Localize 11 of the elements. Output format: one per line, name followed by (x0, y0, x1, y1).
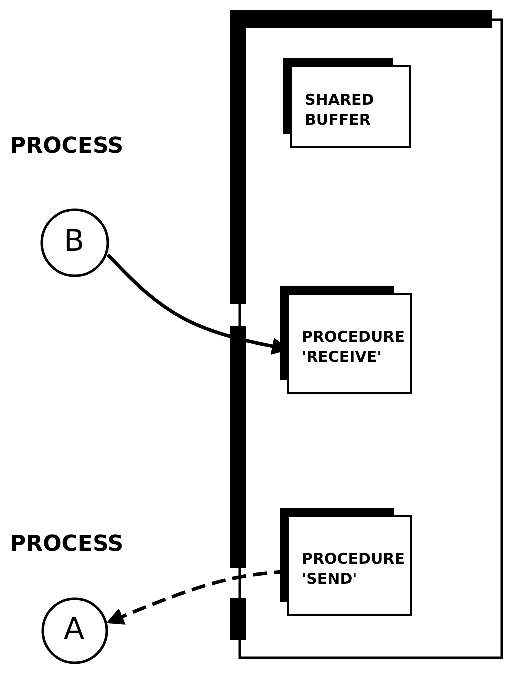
arrow (106, 254, 290, 355)
procedure-box (280, 286, 414, 396)
procedure-box (283, 58, 413, 150)
procedure-label: PROCEDURE 'SEND' (302, 549, 406, 590)
procedure-label: PROCEDURE 'RECEIVE' (302, 327, 406, 368)
process-heading: PROCESS (10, 531, 124, 559)
process-letter: A (64, 611, 85, 649)
process-letter: B (64, 223, 85, 261)
procedure-box (280, 508, 414, 618)
process-heading: PROCESS (10, 133, 124, 161)
procedure-label: SHARED BUFFER (305, 90, 376, 130)
